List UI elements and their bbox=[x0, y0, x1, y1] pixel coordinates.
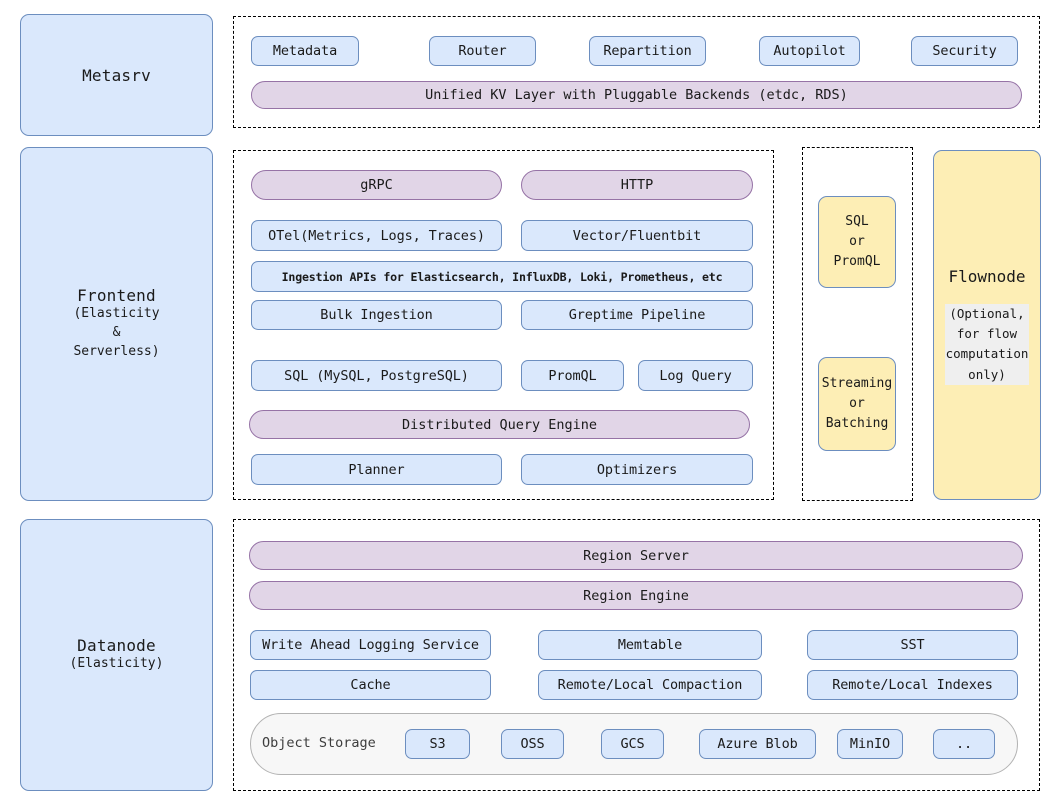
flownode-sub-line-4: only) bbox=[944, 364, 1030, 385]
storage-cache[interactable]: Cache bbox=[250, 670, 491, 700]
ingest-otel[interactable]: OTel(Metrics, Logs, Traces) bbox=[251, 220, 502, 251]
protocol-http[interactable]: HTTP bbox=[521, 170, 753, 200]
metasrv-card: Metasrv bbox=[20, 14, 213, 136]
flow-stream-line-1: Streaming bbox=[821, 375, 893, 391]
flow-sql-line-2: or bbox=[849, 233, 865, 249]
storage-compaction[interactable]: Remote/Local Compaction bbox=[538, 670, 762, 700]
query-lang-promql[interactable]: PromQL bbox=[521, 360, 624, 391]
metasrv-component-security[interactable]: Security bbox=[911, 36, 1018, 66]
flownode-subtext: (Optional, for flow computation only) bbox=[944, 303, 1030, 385]
query-lang-sql[interactable]: SQL (MySQL, PostgreSQL) bbox=[251, 360, 502, 391]
metasrv-component-metadata[interactable]: Metadata bbox=[251, 36, 359, 66]
storage-sst[interactable]: SST bbox=[807, 630, 1018, 660]
flow-stream-line-3: Batching bbox=[825, 416, 889, 432]
datanode-card: Datanode (Elasticity) bbox=[20, 519, 213, 791]
frontend-sub-line-2: & bbox=[112, 325, 121, 341]
flow-input-streaming-or-batching[interactable]: Streaming or Batching bbox=[818, 357, 896, 451]
flow-input-sql-or-promql[interactable]: SQL or PromQL bbox=[818, 196, 896, 288]
object-storage-backend-oss[interactable]: OSS bbox=[501, 729, 564, 759]
metasrv-label: Metasrv bbox=[82, 65, 151, 85]
engine-planner[interactable]: Planner bbox=[251, 454, 502, 485]
flownode-card[interactable]: Flownode (Optional, for flow computation… bbox=[933, 150, 1041, 500]
ingest-greptime-pipeline[interactable]: Greptime Pipeline bbox=[521, 300, 753, 330]
ingest-vector-fluentbit[interactable]: Vector/Fluentbit bbox=[521, 220, 753, 251]
protocol-grpc[interactable]: gRPC bbox=[251, 170, 502, 200]
region-server-bar[interactable]: Region Server bbox=[249, 541, 1023, 570]
flow-sql-line-3: PromQL bbox=[833, 254, 881, 270]
object-storage-backend-minio[interactable]: MinIO bbox=[837, 729, 903, 759]
ingest-apis-row[interactable]: Ingestion APIs for Elasticsearch, Influx… bbox=[251, 261, 753, 292]
query-lang-log-query[interactable]: Log Query bbox=[638, 360, 753, 391]
metasrv-component-router[interactable]: Router bbox=[429, 36, 536, 66]
metasrv-component-autopilot[interactable]: Autopilot bbox=[759, 36, 860, 66]
flownode-sub-line-2: for flow bbox=[944, 324, 1030, 345]
flow-stream-line-2: or bbox=[849, 395, 865, 411]
engine-optimizers[interactable]: Optimizers bbox=[521, 454, 753, 485]
frontend-sub-line-3: Serverless) bbox=[73, 343, 160, 359]
unified-kv-layer-bar[interactable]: Unified KV Layer with Pluggable Backends… bbox=[251, 81, 1022, 109]
storage-indexes[interactable]: Remote/Local Indexes bbox=[807, 670, 1018, 700]
distributed-query-engine-bar[interactable]: Distributed Query Engine bbox=[249, 410, 750, 439]
datanode-label: Datanode bbox=[77, 636, 156, 656]
region-engine-bar[interactable]: Region Engine bbox=[249, 581, 1023, 610]
object-storage-backend-gcs[interactable]: GCS bbox=[601, 729, 664, 759]
metasrv-component-repartition[interactable]: Repartition bbox=[589, 36, 706, 66]
flownode-sub-line-1: (Optional, bbox=[944, 303, 1030, 325]
datanode-sub-line-1: (Elasticity) bbox=[69, 656, 164, 672]
frontend-sub-line-1: (Elasticity bbox=[73, 306, 160, 322]
object-storage-backend-azure-blob[interactable]: Azure Blob bbox=[699, 729, 816, 759]
storage-memtable[interactable]: Memtable bbox=[538, 630, 762, 660]
object-storage-backend-s3[interactable]: S3 bbox=[405, 729, 470, 759]
object-storage-backend-other[interactable]: .. bbox=[933, 729, 995, 759]
metasrv-panel bbox=[233, 16, 1040, 128]
frontend-label: Frontend bbox=[77, 286, 156, 306]
flownode-title: Flownode bbox=[948, 267, 1026, 287]
frontend-card: Frontend (Elasticity & Serverless) bbox=[20, 147, 213, 501]
ingest-bulk[interactable]: Bulk Ingestion bbox=[251, 300, 502, 330]
storage-wal-service[interactable]: Write Ahead Logging Service bbox=[250, 630, 491, 660]
flow-sql-line-1: SQL bbox=[845, 213, 869, 229]
flownode-sub-line-3: computation bbox=[944, 344, 1030, 365]
object-storage-label: Object Storage bbox=[262, 735, 376, 751]
